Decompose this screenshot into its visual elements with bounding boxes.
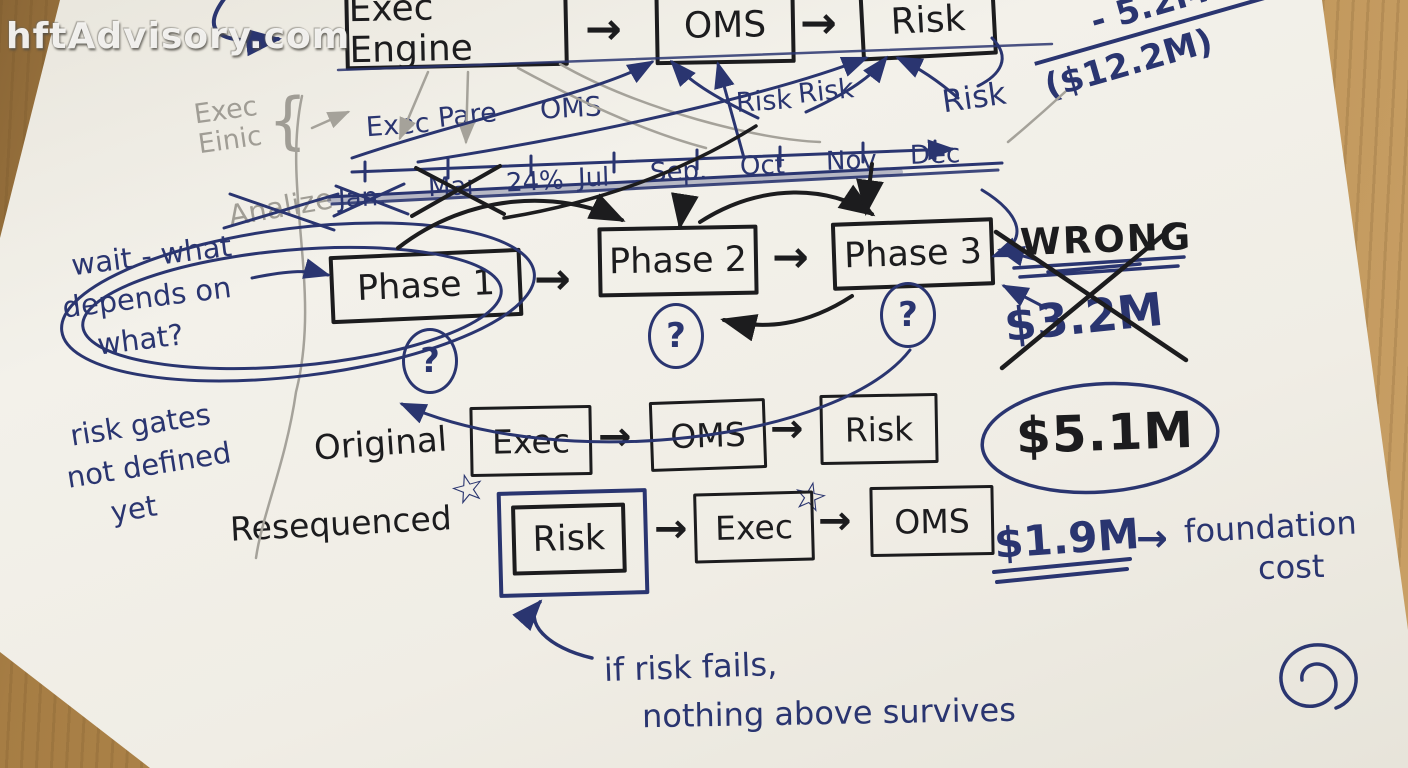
note-wait: wait - what depends on what?	[55, 226, 244, 369]
original-risk-label: Risk	[844, 408, 914, 450]
question-mark: ?	[420, 341, 440, 381]
arrow-phase2-to-phase3: →	[772, 232, 809, 283]
spiral-doodle-icon	[1279, 643, 1358, 710]
note-risk-gates: risk gates not defined yet	[57, 392, 240, 539]
timeline-label-risk-3: Risk	[939, 75, 1009, 121]
month-dec: Dec	[909, 139, 961, 171]
timeline-label-risk-1: Risk	[734, 84, 793, 119]
timeline-label-risk-2: Risk	[796, 73, 856, 110]
phase1-label: Phase 1	[356, 263, 496, 309]
pencil-note-line2: Einic	[196, 120, 264, 161]
pencil-brace: {	[268, 84, 308, 157]
month-mar: Mar	[427, 170, 478, 204]
phase3-box: Phase 3	[830, 217, 996, 291]
month-jan: Jan.	[337, 181, 388, 215]
arc-phase3-back-phase2	[720, 294, 854, 342]
cost-word: cost	[1257, 546, 1326, 588]
phase2-box: Phase 2	[597, 224, 759, 298]
oms-box: OMS	[654, 0, 796, 66]
original-risk-box: Risk	[819, 392, 939, 466]
arrow-sep-to-phase2	[671, 192, 699, 230]
question-mark: ?	[898, 295, 918, 335]
phase2-label: Phase 2	[608, 239, 748, 283]
arrow-reseq-1: →	[654, 506, 688, 552]
circled-cost: $5.1M	[1015, 400, 1196, 466]
risk-label: Risk	[889, 0, 967, 43]
timeline-label-oms: OMS	[539, 91, 603, 126]
resequenced-oms-box: OMS	[869, 484, 995, 558]
cost-equation: - 5.2M ($12.2M)	[1023, 0, 1298, 108]
pencil-arrow	[310, 110, 351, 130]
month-24pct: 24%	[505, 165, 565, 199]
arc-phase2-phase3	[698, 184, 876, 224]
pencil-wavy-line	[254, 94, 307, 560]
month-oct: Oct	[739, 150, 786, 182]
month-jul: Jul	[577, 162, 610, 194]
arrow-orig-1: →	[598, 414, 632, 460]
original-oms-label: OMS	[669, 414, 747, 456]
timeline-label-pare: Pare	[436, 97, 499, 134]
arrow-to-foundation: →	[1136, 516, 1168, 560]
resequenced-risk-box: Risk	[511, 502, 627, 576]
resequenced-exec-label: Exec	[714, 506, 794, 548]
phase2-question-circle: ?	[648, 303, 704, 369]
original-exec-box: Exec	[469, 404, 593, 478]
resequenced-risk-label: Risk	[532, 518, 606, 561]
arrow-orig-2: →	[770, 406, 804, 452]
bottom-arrow-to-risk	[512, 599, 594, 660]
foundation-cost-value: $1.9M	[992, 508, 1141, 569]
pencil-crossed-word: Analize	[225, 181, 336, 233]
arrow-reseq-2: →	[818, 498, 852, 544]
arrow-exec-to-oms: →	[585, 4, 622, 55]
phase3-label: Phase 3	[843, 231, 983, 277]
phase3-question-circle: ?	[880, 282, 936, 348]
wrong-label: WRONG	[1019, 215, 1193, 264]
phase1-question-circle: ?	[402, 328, 458, 394]
crossed-cost: $3.2M	[1001, 281, 1166, 353]
arrow-phase1-to-phase2: →	[534, 254, 571, 305]
foundation-word: foundation	[1183, 503, 1358, 551]
oms-label: OMS	[683, 3, 767, 47]
exec-engine-label: Exec Engine	[348, 0, 474, 72]
resequenced-flow-label: Resequenced	[229, 498, 453, 549]
strike-line-wide	[327, 169, 903, 203]
month-sep: Sep.	[649, 156, 708, 188]
resequenced-risk-outer-box: Risk	[496, 488, 650, 598]
original-oms-box: OMS	[648, 397, 768, 473]
watermark: hftAdvisory.com	[6, 16, 351, 57]
arc-phase1-phase2	[396, 193, 626, 250]
arrow-oms-to-risk: →	[800, 0, 837, 49]
bottom-note-line1: if risk fails,	[603, 644, 778, 690]
exec-engine-box: Exec Engine	[344, 0, 569, 72]
arrow-into-phase1	[250, 258, 331, 280]
original-flow-label: Original	[312, 419, 449, 469]
original-exec-label: Exec	[491, 420, 571, 462]
risk-box: Risk	[858, 0, 998, 62]
month-nov: Nov	[825, 145, 878, 177]
bottom-note-line2: nothing above survives	[641, 690, 1017, 736]
phase1-box: Phase 1	[328, 247, 524, 325]
timeline-label-exec: Exec	[364, 107, 431, 144]
resequenced-exec-box: Exec	[693, 490, 815, 564]
resequenced-oms-label: OMS	[893, 500, 971, 542]
pencil-note: Exec Einic	[192, 91, 264, 161]
question-mark: ?	[666, 316, 686, 356]
